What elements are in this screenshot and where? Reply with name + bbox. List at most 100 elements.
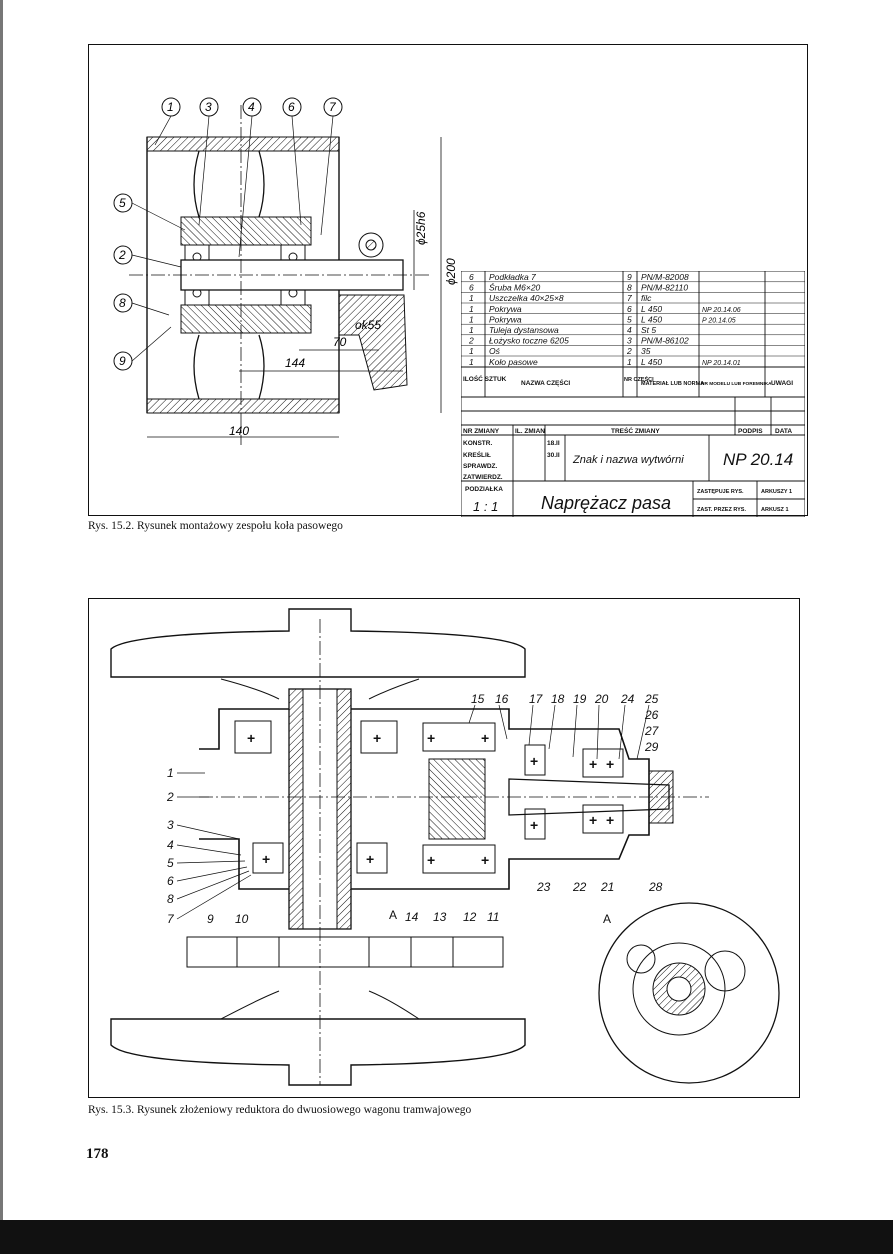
parts-cell-qty: 6 [469, 272, 474, 282]
figure-15-2-caption: Rys. 15.2. Rysunek montażowy zespołu koł… [88, 520, 343, 532]
page-number: 178 [86, 1146, 109, 1162]
parts-cell-qty: 1 [469, 357, 474, 367]
change-date: DATA [775, 428, 792, 435]
rail-wheel-bottom [110, 1018, 526, 1086]
header-no: NR CZĘŚCI [624, 376, 654, 383]
callout-l-5: 5 [167, 856, 174, 870]
svg-text:+: + [530, 753, 538, 769]
header-name: NAZWA CZĘŚCI [521, 378, 570, 387]
parts-cell-material: L 450 [641, 304, 662, 314]
callout-t-29: 29 [644, 740, 659, 754]
svg-text:+: + [481, 730, 489, 746]
callout-6: 6 [288, 100, 295, 114]
page-edge-shadow [0, 0, 3, 1254]
callout-b-22: 22 [572, 880, 587, 894]
svg-text:+: + [247, 730, 255, 746]
parts-cell-model: P 20.14.05 [702, 317, 736, 324]
callout-l-1: 1 [167, 766, 174, 780]
gearbox-assembly-drawing: ++++ ++++ ++++ ++ 1 2 3 4 5 6 8 7 9 10 1… [110, 608, 780, 1086]
callout-t-15: 15 [471, 692, 485, 706]
header-model: NR MODELU LUB FOREMNIKA [701, 381, 772, 387]
svg-text:+: + [366, 851, 374, 867]
dim-shaft-diameter: ϕ25h6 [414, 211, 428, 245]
role-sprawdz: SPRAWDZ. [463, 463, 498, 470]
dim-wheel-diameter: ϕ200 [444, 258, 458, 285]
parts-cell-qty: 1 [469, 346, 474, 356]
callout-b-9: 9 [207, 912, 214, 926]
callout-b-12: 12 [463, 910, 477, 924]
svg-text:+: + [262, 851, 270, 867]
callout-t-16: 16 [495, 692, 509, 706]
date-1: 18.II [547, 440, 560, 447]
parts-cell-no: 9 [627, 272, 632, 282]
callout-9: 9 [119, 354, 126, 368]
role-zatwierdz: ZATWIERDZ. [463, 474, 503, 481]
parts-cell-name: Pokrywa [489, 314, 522, 324]
header-material: MATERIAŁ LUB NORMA [641, 381, 704, 387]
callout-l-3: 3 [167, 818, 174, 832]
header-notes: UWAGI [771, 380, 793, 387]
callout-t-17: 17 [529, 692, 544, 706]
callout-b-23: 23 [536, 880, 551, 894]
svg-text:+: + [530, 817, 538, 833]
scale-label: PODZIAŁKA [465, 486, 503, 493]
parts-cell-qty: 2 [468, 336, 474, 346]
svg-text:+: + [427, 852, 435, 868]
parts-cell-no: 6 [627, 304, 632, 314]
svg-text:+: + [589, 812, 597, 828]
replaces: ZASTĘPUJE RYS. [697, 489, 744, 495]
parts-cell-name: Podkładka 7 [489, 272, 536, 282]
svg-text:+: + [427, 730, 435, 746]
section-a-view [598, 902, 780, 1084]
parts-cell-model: NP 20.14.01 [702, 360, 741, 367]
callout-t-25: 25 [644, 692, 659, 706]
dim-70: 70 [333, 335, 347, 349]
parts-cell-name: Koło pasowe [489, 357, 538, 367]
parts-cell-name: Uszczelka 40×25×8 [489, 293, 564, 303]
parts-cell-qty: 1 [469, 314, 474, 324]
callout-t-26: 26 [644, 708, 659, 722]
callout-t-18: 18 [551, 692, 565, 706]
parts-cell-material: St 5 [641, 325, 656, 335]
dim-140: 140 [229, 424, 249, 438]
large-gear [428, 758, 486, 840]
callout-4: 4 [248, 100, 255, 114]
callout-8: 8 [119, 296, 126, 310]
callout-1: 1 [167, 100, 174, 114]
section-label: A [603, 912, 611, 926]
parts-cell-name: Tuleja dystansowa [489, 325, 559, 335]
callout-l-7: 7 [167, 912, 175, 926]
drawing-title: Naprężacz pasa [541, 493, 671, 513]
callout-l-6: 6 [167, 874, 174, 888]
parts-cell-name: Łożysko toczne 6205 [489, 336, 569, 346]
callout-l-2: 2 [166, 790, 174, 804]
drawing-number: NP 20.14 [723, 450, 793, 469]
tensioner-bracket [338, 294, 408, 391]
callout-b-11: 11 [487, 910, 499, 924]
page-bottom-shadow [0, 1220, 893, 1254]
callout-7: 7 [329, 100, 337, 114]
parts-cell-name: Pokrywa [489, 304, 522, 314]
wheel-rim-bottom [146, 398, 340, 414]
parts-cell-no: 7 [627, 293, 632, 303]
callout-b-21: 21 [600, 880, 614, 894]
callout-3: 3 [205, 100, 212, 114]
hub-upper [180, 216, 312, 246]
dim-144: 144 [285, 356, 305, 370]
parts-cell-material: 35 [641, 346, 651, 356]
parts-cell-name: Oś [489, 346, 501, 356]
change-content: TREŚĆ ZMIANY [611, 426, 660, 435]
callout-t-20: 20 [594, 692, 609, 706]
parts-cell-no: 3 [627, 336, 632, 346]
parts-cell-qty: 6 [469, 283, 474, 293]
parts-cell-material: PN/M-86102 [641, 336, 689, 346]
figure-15-3-frame: ++++ ++++ ++++ ++ 1 2 3 4 5 6 8 7 9 10 1… [88, 598, 800, 1098]
rail-wheel-top [110, 608, 526, 678]
header-qty: ILOŚĆ SZTUK [463, 374, 507, 383]
callout-l-4: 4 [167, 838, 174, 852]
parts-cell-material: PN/M-82110 [641, 283, 688, 293]
role-kreslil: KREŚLIŁ [463, 450, 491, 459]
change-nr: NR ZMIANY [463, 428, 500, 435]
hub-lower [180, 304, 312, 334]
